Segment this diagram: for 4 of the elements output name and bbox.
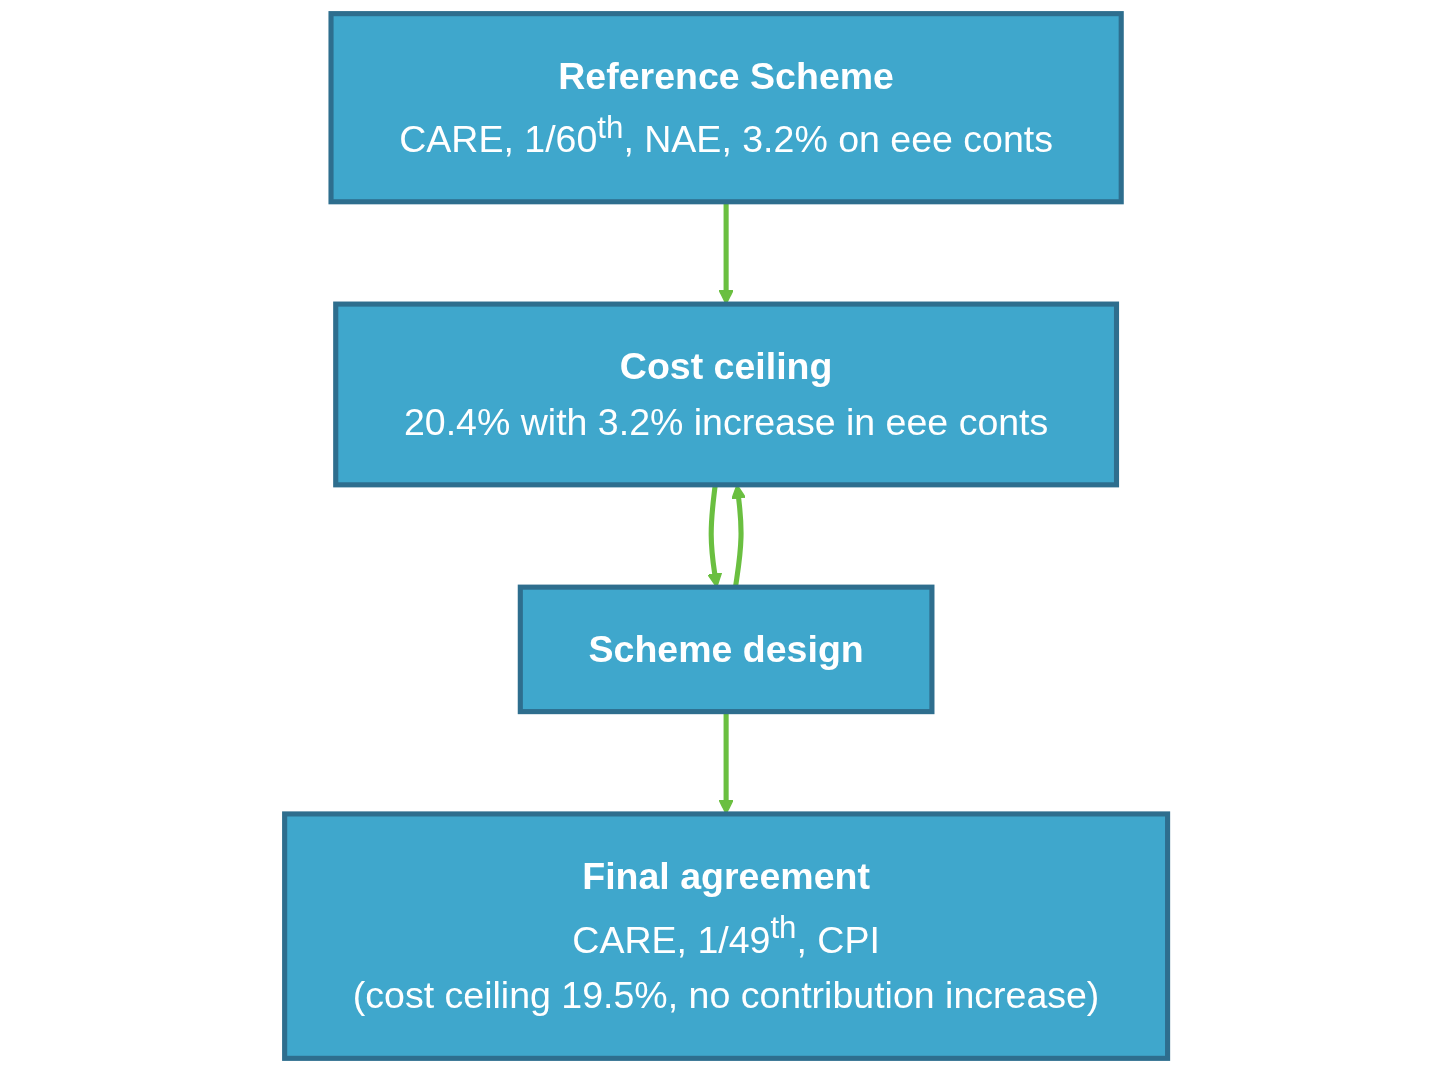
- node-box: Cost ceiling 20.4% with 3.2% increase in eee conts: [333, 301, 1119, 488]
- node-box: Final agreement CARE, 1/49$^{th}$, CPI (cost ceiling 19.5%, no contribution increase): [281, 811, 1171, 1061]
- node-box: Reference Scheme CARE, 1/60$^{th}$, NAE, 3.2% on eee conts: [328, 11, 1124, 205]
- node-box: Scheme design: [517, 584, 935, 715]
